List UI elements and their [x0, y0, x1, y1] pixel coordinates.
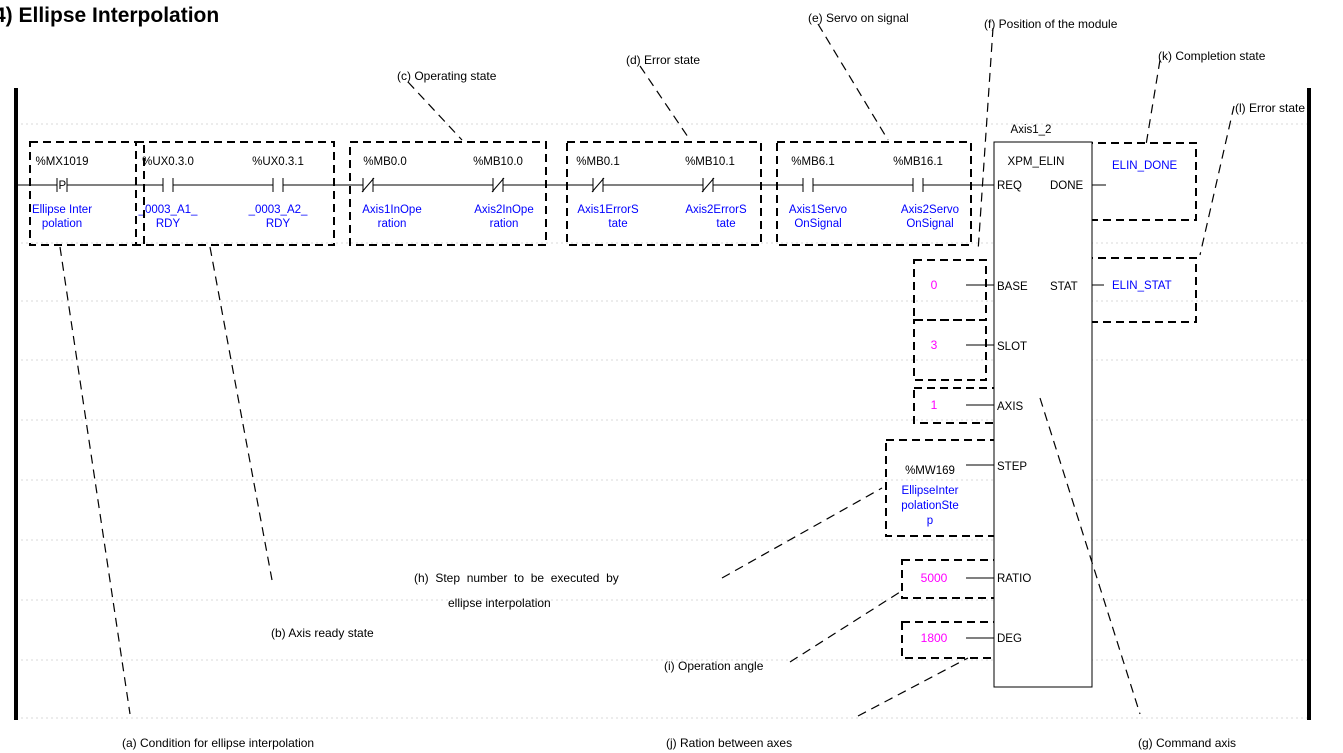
contact-variable: Axis2Servo	[901, 204, 959, 216]
block-instance-name: Axis1_2	[1011, 124, 1052, 136]
annotation-b: (b) Axis ready state	[271, 626, 374, 640]
pin-step: STEP	[997, 461, 1027, 473]
annotation-h: (h) Step number to be executed by	[414, 571, 619, 585]
block-type-name: XPM_ELIN	[1008, 156, 1065, 168]
axis-value: 1	[931, 398, 938, 412]
contact-variable: Axis2InOpe	[474, 204, 533, 216]
contact-address: %MB0.0	[363, 156, 406, 168]
annotation-g: (g) Command axis	[1138, 736, 1236, 750]
pin-base: BASE	[997, 281, 1028, 293]
contact-address: %MB0.1	[576, 156, 619, 168]
contact-variable: RDY	[266, 218, 291, 230]
contact-address: %MB6.1	[791, 156, 834, 168]
step-variable: p	[927, 515, 933, 527]
annotation-k: (k) Completion state	[1158, 49, 1266, 63]
annotation-l: (l) Error state	[1235, 101, 1305, 115]
step-variable: polationSte	[901, 500, 959, 512]
annotation-c: (c) Operating state	[397, 69, 497, 83]
contact-address: %UX0.3.1	[252, 156, 304, 168]
pin-deg: DEG	[997, 633, 1022, 645]
contact-variable: Axis1Servo	[789, 204, 847, 216]
annotation-boxes	[29, 141, 1197, 659]
contact-variable: OnSignal	[906, 218, 953, 230]
pin-stat: STAT	[1050, 281, 1078, 293]
stat-output-variable: ELIN_STAT	[1112, 280, 1172, 292]
annotation-d: (d) Error state	[626, 53, 700, 67]
contact-symbols	[56, 177, 924, 193]
contact-variable: _0003_A1_	[138, 204, 198, 216]
annotation-f: (f) Position of the module	[984, 17, 1118, 31]
contact-variable: tate	[716, 218, 735, 230]
pin-req: REQ	[997, 180, 1022, 192]
ratio-value: 5000	[921, 571, 948, 585]
pin-slot: SLOT	[997, 341, 1027, 353]
contact-variable: Axis1ErrorS	[577, 204, 639, 216]
contact-variable: _0003_A2_	[248, 204, 308, 216]
done-output-variable: ELIN_DONE	[1112, 160, 1178, 172]
annotation-j: (j) Ration between axes	[666, 736, 792, 750]
step-variable: EllipseInter	[902, 485, 959, 497]
deg-value: 1800	[921, 631, 948, 645]
contact-variable: ration	[378, 218, 407, 230]
contact-variable: polation	[42, 218, 82, 230]
grid-lines	[16, 123, 1308, 719]
pin-done: DONE	[1050, 180, 1084, 192]
pin-axis: AXIS	[997, 401, 1024, 413]
slot-value: 3	[931, 338, 938, 352]
function-block	[993, 141, 1093, 688]
annotation-e: (e) Servo on signal	[808, 11, 909, 25]
contact-variable: Axis1InOpe	[362, 204, 421, 216]
annotation-a: (a) Condition for ellipse interpolation	[122, 736, 314, 750]
contact-variable: RDY	[156, 218, 181, 230]
annotation-h-cont: ellipse interpolation	[448, 596, 551, 610]
contact-variable: Ellipse Inter	[32, 204, 92, 216]
contact-variable: Axis2ErrorS	[685, 204, 747, 216]
contact-address: %UX0.3.0	[142, 156, 194, 168]
annotation-i: (i) Operation angle	[664, 659, 764, 673]
contact-variable: OnSignal	[794, 218, 841, 230]
contact-address: %MX1019	[35, 156, 88, 168]
pulse-contact-marker: P	[59, 180, 67, 192]
contact-variable: ration	[490, 218, 519, 230]
step-address: %MW169	[905, 465, 955, 477]
pin-ratio: RATIO	[997, 573, 1031, 585]
input-wires	[966, 184, 1106, 639]
leader-lines	[59, 23, 1235, 717]
base-value: 0	[931, 278, 938, 292]
contact-variable: tate	[608, 218, 627, 230]
contact-address: %MB10.1	[685, 156, 735, 168]
page-title: 4) Ellipse Interpolation	[0, 4, 219, 27]
contact-address: %MB10.0	[473, 156, 523, 168]
contact-address: %MB16.1	[893, 156, 943, 168]
